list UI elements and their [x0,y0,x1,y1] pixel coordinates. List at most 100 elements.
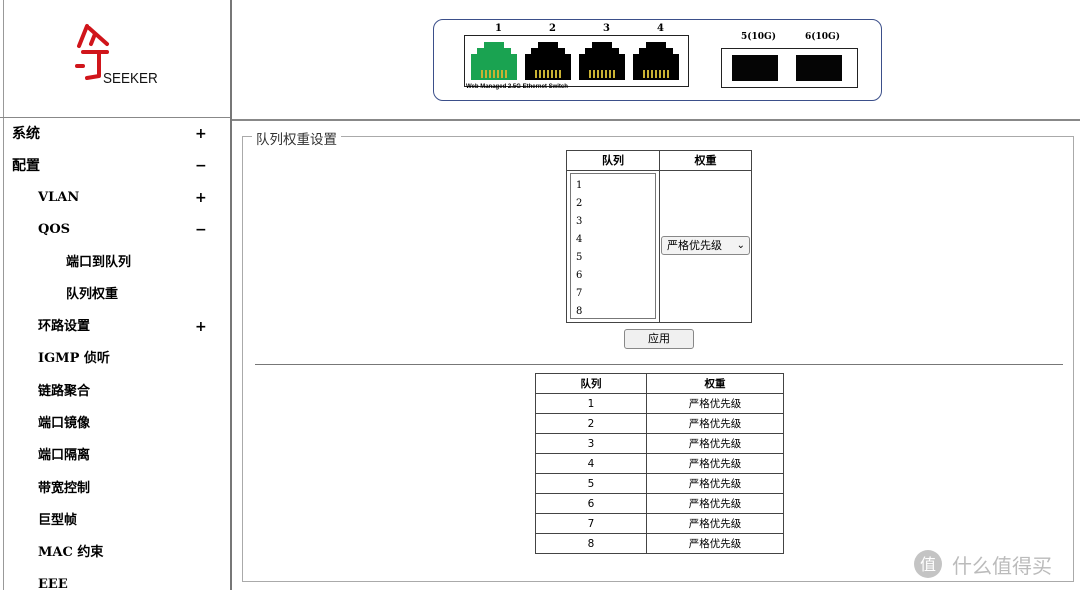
queue-option[interactable]: 7 [576,288,583,299]
port-number: 1 [495,23,502,34]
logo-text: SEEKER [103,70,158,87]
sidebar-item-label: 队列权重 [66,287,119,302]
sidebar-item-eee[interactable]: EEE [0,570,230,600]
rj45-port-4-icon[interactable] [633,42,679,80]
sidebar-item-bandwidth[interactable]: 带宽控制 [0,474,230,504]
col-header: 队列 [535,373,647,394]
table-cell: 严格优先级 [646,473,784,494]
expand-icon[interactable]: + [195,190,207,206]
queue-weight-fieldset [242,136,1074,582]
sidebar-item-port-to-queue[interactable]: 端口到队列 [0,248,230,278]
expand-icon[interactable]: + [195,319,207,335]
weight-select[interactable]: 严格优先级 ⌄ [661,236,750,255]
zdm-logo-icon: 值 [914,550,942,578]
watermark: 值 什么值得买 [912,548,1072,580]
queue-option[interactable]: 5 [576,252,583,263]
sfp-port-6-icon[interactable] [796,55,842,81]
apply-button[interactable]: 应用 [624,329,694,349]
sidebar-item-mac-limit[interactable]: MAC 约束 [0,538,230,568]
header: 1 2 3 4 Web Managed 2.5G Ethernet Switch [232,0,1080,121]
sidebar-item-label: 端口隔离 [38,448,91,463]
sidebar-item-label: 端口到队列 [66,255,132,270]
table-cell: 4 [535,453,647,474]
table-cell: 8 [535,533,647,554]
sidebar-item-label: 配置 [12,158,40,174]
queue-option[interactable]: 8 [576,306,583,317]
sidebar-item-label: QOS [38,222,71,237]
queue-option[interactable]: 1 [576,180,583,191]
sidebar-item-label: IGMP 侦听 [38,351,110,366]
sidebar-item-link-aggregation[interactable]: 链路聚合 [0,377,230,407]
collapse-icon[interactable]: − [195,158,207,174]
rj45-port-2-icon[interactable] [525,42,571,80]
sidebar-item-label: 端口镜像 [38,416,91,431]
queue-option[interactable]: 4 [576,234,583,245]
fieldset-legend: 队列权重设置 [252,128,341,148]
queue-listbox[interactable]: 1 2 3 4 5 6 7 8 [570,173,656,319]
sidebar-item-label: EEE [38,577,68,592]
queue-weight-config-table: 队列 权重 1 2 3 4 5 6 7 8 严格优先级 ⌄ [566,150,752,323]
rj45-port-1-icon[interactable] [471,42,517,80]
sfp-port-label: 6(10G) [805,32,840,42]
sidebar-item-port-isolation[interactable]: 端口隔离 [0,441,230,471]
port-number: 4 [657,23,664,34]
queue-option[interactable]: 2 [576,198,583,209]
table-cell: 严格优先级 [646,513,784,534]
table-cell: 严格优先级 [646,453,784,474]
queue-option[interactable]: 3 [576,216,583,227]
model-text: Web Managed 2.5G Ethernet Switch [466,84,568,90]
table-cell: 严格优先级 [646,413,784,434]
sidebar-item-label: 系统 [12,126,40,142]
sfp-port-label: 5(10G) [741,32,776,42]
table-header-row: 队列 权重 [535,373,784,394]
table-cell: 严格优先级 [646,533,784,554]
table-cell: 2 [535,413,647,434]
table-cell: 严格优先级 [646,493,784,514]
weight-select-value: 严格优先级 [667,239,722,252]
sidebar-item-label: 巨型帧 [38,513,78,528]
svg-text:值: 值 [920,555,936,574]
table-cell: 6 [535,493,647,514]
sidebar-item-label: 带宽控制 [38,481,91,496]
col-header: 权重 [646,373,784,394]
sidebar-item-vlan[interactable]: VLAN + [0,183,230,213]
table-cell: 5 [535,473,647,494]
collapse-icon[interactable]: − [195,222,207,238]
sidebar-item-label: 环路设置 [38,319,91,334]
port-number: 2 [549,23,556,34]
sidebar-item-system[interactable]: 系统 + [0,119,230,149]
table-cell: 7 [535,513,647,534]
sidebar-item-label: MAC 约束 [38,545,104,560]
queue-option[interactable]: 6 [576,270,583,281]
table-cell: 3 [535,433,647,454]
logo-area: SEEKER [0,0,230,118]
switch-panel: 1 2 3 4 Web Managed 2.5G Ethernet Switch [433,19,882,101]
sidebar-item-port-mirror[interactable]: 端口镜像 [0,409,230,439]
port-number: 3 [603,23,610,34]
rj45-port-3-icon[interactable] [579,42,625,80]
sidebar-item-queue-weight[interactable]: 队列权重 [0,280,230,310]
table-divider [659,151,660,322]
sidebar-item-config[interactable]: 配置 − [0,151,230,181]
section-divider [255,364,1063,365]
rj45-port-group [464,35,689,87]
sidebar-item-jumbo-frame[interactable]: 巨型帧 [0,506,230,536]
sidebar-item-loop[interactable]: 环路设置 + [0,312,230,342]
table-cell: 1 [535,393,647,414]
sidebar-item-igmp[interactable]: IGMP 侦听 [0,344,230,374]
sidebar-item-qos[interactable]: QOS − [0,215,230,245]
table-cell: 严格优先级 [646,393,784,414]
sidebar-item-label: VLAN [38,190,80,205]
expand-icon[interactable]: + [195,126,207,142]
sfp-port-5-icon[interactable] [732,55,778,81]
sfp-port-group [721,48,858,88]
seeker-logo-icon [75,24,109,80]
